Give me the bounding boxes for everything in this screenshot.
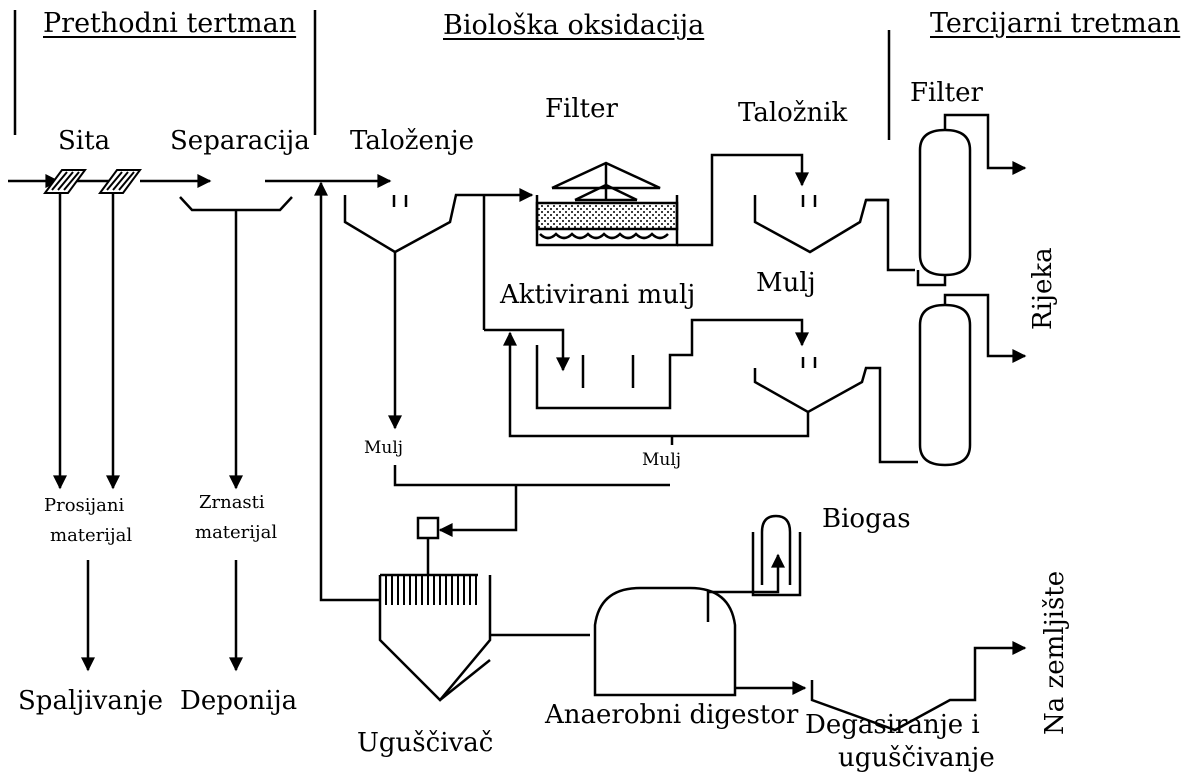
- sludge-return-line: [503, 331, 810, 438]
- label-river: Rijeka: [1028, 247, 1058, 330]
- label-landfill: Deponija: [180, 686, 298, 716]
- label-filter-bio: Filter: [545, 94, 618, 124]
- screen-1: [43, 169, 87, 194]
- label-degassing-line1: Degasiranje i: [805, 710, 980, 740]
- degassing-tank: [810, 641, 1027, 732]
- section-biological-heading: Biološka oksidacija: [443, 10, 705, 41]
- separation-basin: [179, 196, 293, 212]
- lower-settler-tank: [753, 366, 918, 464]
- label-separation: Separacija: [170, 126, 310, 156]
- label-grit-material-line2: materijal: [195, 522, 278, 543]
- label-sludge-left: Mulj: [364, 438, 404, 458]
- label-activated-sludge: Aktivirani mulj: [500, 280, 696, 310]
- biogas-holder-outer: [751, 532, 802, 597]
- thickener-inner-diag: [439, 659, 491, 701]
- filter-bed: [535, 201, 679, 231]
- tertiary-upper-outlet: [943, 113, 1027, 175]
- label-settler: Taložnik: [738, 98, 848, 128]
- tertiary-filter-lower: [918, 303, 972, 467]
- label-grit-material-line1: Zrnasti: [199, 492, 265, 513]
- biogas-holder-bell: [760, 514, 792, 585]
- filter-walls: [535, 195, 679, 247]
- digester-gas-line: [706, 553, 785, 622]
- thickener-rake: [385, 575, 477, 605]
- section-pretreatment-heading: Prethodni tertman: [43, 8, 297, 39]
- tertiary-lower-outlet: [943, 293, 1027, 363]
- filter-arm-left: [574, 183, 607, 202]
- label-degassing-line2: uguščivanje: [838, 743, 995, 773]
- screen-2: [98, 169, 142, 194]
- label-to-land: Na zemljište: [1040, 570, 1070, 735]
- dosing-box: [416, 516, 440, 540]
- label-sludge-upper: Mulj: [756, 268, 816, 298]
- thickener-return-line: [314, 181, 380, 602]
- flow-to-aeration: [484, 328, 570, 372]
- label-screened-material-line2: materijal: [50, 525, 133, 546]
- upper-settler-tank: [753, 195, 915, 272]
- sludge-to-thickener: [438, 485, 518, 537]
- label-biogas: Biogas: [822, 504, 911, 534]
- label-screens: Sita: [58, 126, 111, 156]
- primary-settling-tank: [343, 193, 482, 254]
- sludge-collector-line: [393, 465, 670, 487]
- label-screened-material-line1: Prosijani: [44, 495, 125, 516]
- filter-waves: [539, 232, 669, 240]
- label-anaerobic-digester: Anaerobni digestor: [545, 700, 799, 730]
- label-incineration: Spaljivanje: [18, 686, 164, 716]
- label-sludge-mid: Mulj: [642, 450, 682, 470]
- aeration-tank: [535, 318, 809, 410]
- label-settling: Taloženje: [350, 126, 475, 156]
- filter-to-settler: [677, 153, 809, 247]
- label-filter-tertiary: Filter: [910, 78, 983, 108]
- section-tertiary-heading: Tercijarni tretman: [930, 8, 1181, 39]
- tertiary-upper-connector: [916, 270, 947, 287]
- filter-arm-right: [605, 183, 638, 202]
- anaerobic-digester: [593, 586, 737, 697]
- label-thickener: Uguščivač: [357, 728, 494, 758]
- tertiary-filter-upper: [918, 128, 972, 277]
